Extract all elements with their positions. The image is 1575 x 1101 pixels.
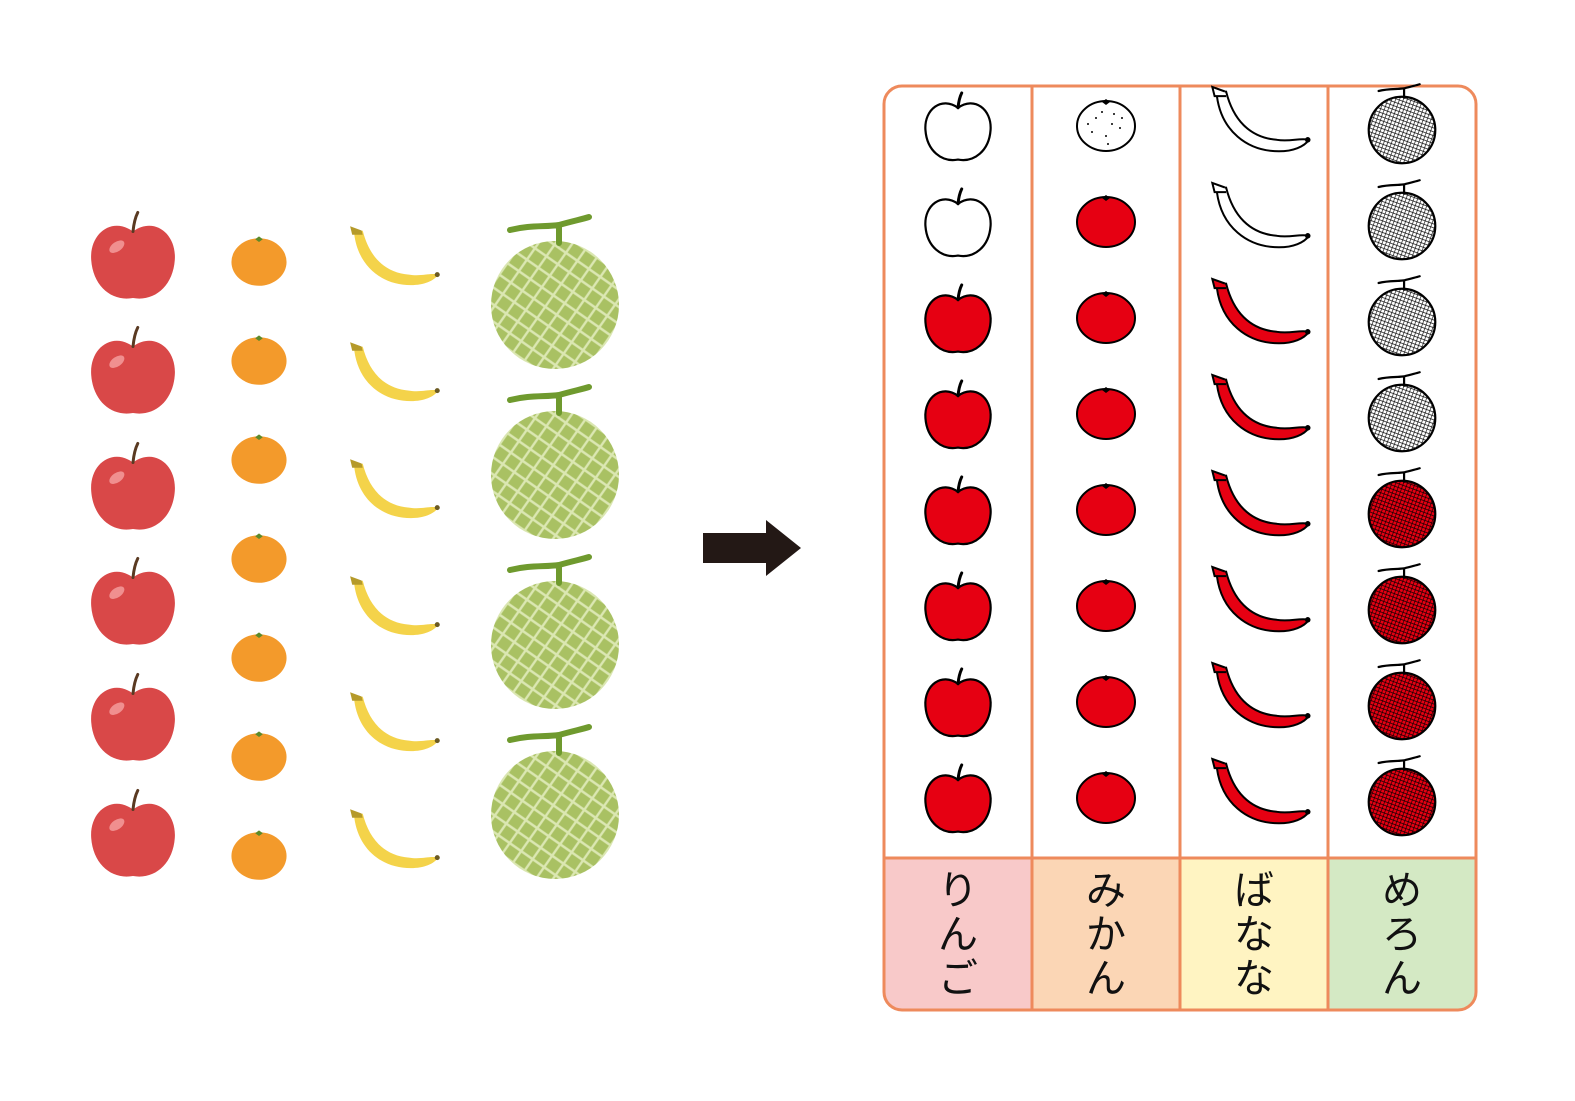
category-label-apple: りんご <box>938 868 978 1002</box>
orange-cell-filled <box>1076 387 1136 440</box>
arrow-right-icon <box>703 520 801 576</box>
orange-cell-empty <box>1076 99 1136 152</box>
source-melon <box>491 384 619 539</box>
category-label-orange: みかん <box>1086 868 1126 1002</box>
label-cell-bg <box>1180 858 1328 1010</box>
banana-cell-filled <box>1210 469 1311 537</box>
source-orange <box>231 335 287 385</box>
melon-cell-filled <box>1367 467 1437 549</box>
apple-cell-filled <box>924 283 992 354</box>
source-melon <box>491 724 619 879</box>
source-banana <box>350 692 440 752</box>
apple-cell-filled <box>924 763 992 834</box>
source-orange <box>231 830 287 880</box>
svg-text:り: り <box>938 868 978 914</box>
melon-cell-filled <box>1367 563 1437 645</box>
source-orange <box>231 434 287 484</box>
melon-cell-empty <box>1367 83 1437 165</box>
apple-cell-empty <box>924 91 992 162</box>
melon-cell-filled <box>1367 755 1437 837</box>
banana-cell-filled <box>1210 277 1311 345</box>
orange-cell-filled <box>1076 291 1136 344</box>
svg-text:み: み <box>1086 868 1126 914</box>
melon-cell-empty <box>1367 275 1437 357</box>
apple-cell-filled <box>924 571 992 642</box>
orange-cell-filled <box>1076 771 1136 824</box>
source-apple <box>91 441 175 530</box>
orange-cell-filled <box>1076 579 1136 632</box>
orange-cell-filled <box>1076 483 1136 536</box>
orange-cell-filled <box>1076 195 1136 248</box>
apple-cell-filled <box>924 475 992 546</box>
melon-cell-empty <box>1367 179 1437 261</box>
label-cell-bg <box>884 858 1032 1010</box>
apple-cell-empty <box>924 187 992 258</box>
orange-cell-filled <box>1076 675 1136 728</box>
source-fruits <box>91 210 619 880</box>
banana-cell-filled <box>1210 373 1311 441</box>
source-banana <box>350 226 440 286</box>
apple-cell-filled <box>924 667 992 738</box>
source-orange <box>231 731 287 781</box>
svg-text:か: か <box>1086 912 1126 958</box>
category-label-banana: ばなな <box>1234 868 1274 1002</box>
svg-text:ん: ん <box>938 912 978 958</box>
svg-text:ば: ば <box>1234 868 1274 914</box>
svg-text:ん: ん <box>1086 956 1126 1002</box>
svg-text:ろ: ろ <box>1382 912 1422 958</box>
melon-cell-filled <box>1367 659 1437 741</box>
source-apple <box>91 672 175 761</box>
source-banana <box>350 576 440 636</box>
source-orange <box>231 632 287 682</box>
source-apple <box>91 556 175 645</box>
svg-text:な: な <box>1234 956 1274 1002</box>
source-banana <box>350 809 440 869</box>
category-label-melon: めろん <box>1382 868 1422 1002</box>
source-orange <box>231 236 287 286</box>
melon-cell-empty <box>1367 371 1437 453</box>
label-cell-bg <box>1328 858 1476 1010</box>
source-banana <box>350 459 440 519</box>
banana-cell-empty <box>1210 85 1311 153</box>
banana-cell-filled <box>1210 565 1311 633</box>
source-orange <box>231 533 287 583</box>
svg-text:ん: ん <box>1382 956 1422 1002</box>
source-melon <box>491 554 619 709</box>
apple-cell-filled <box>924 379 992 450</box>
source-banana <box>350 342 440 402</box>
source-apple <box>91 210 175 299</box>
banana-cell-filled <box>1210 757 1311 825</box>
source-apple <box>91 325 175 414</box>
source-apple <box>91 788 175 877</box>
svg-text:め: め <box>1382 868 1422 914</box>
label-cell-bg <box>1032 858 1180 1010</box>
banana-cell-filled <box>1210 661 1311 729</box>
svg-text:ご: ご <box>938 956 978 1002</box>
svg-text:な: な <box>1234 912 1274 958</box>
source-melon <box>491 214 619 369</box>
banana-cell-empty <box>1210 181 1311 249</box>
